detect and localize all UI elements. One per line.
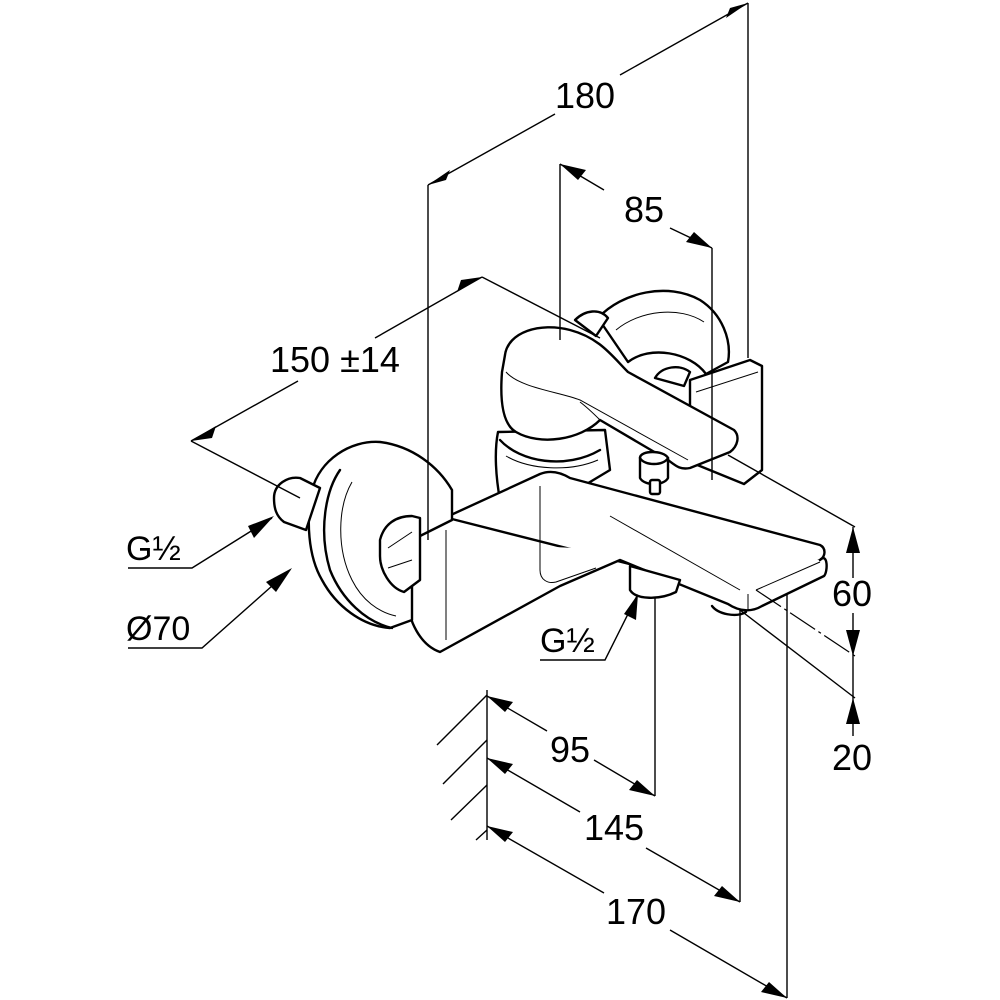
front-escutcheon <box>307 440 454 630</box>
dim-label-170: 170 <box>606 891 666 932</box>
spout <box>406 470 828 654</box>
wall-symbol <box>436 690 488 841</box>
callout-outlet-thread: G½ <box>540 594 638 661</box>
callout-label-outlet: G½ <box>540 622 595 660</box>
dimension-outlet-projection: 95 <box>486 598 656 797</box>
callout-inlet-thread: G½ <box>126 516 274 569</box>
lever-handle <box>500 326 739 470</box>
callout-label-diameter: Ø70 <box>126 610 190 648</box>
dimension-spout-projection-total: 170 <box>486 594 788 999</box>
dimension-connection-spacing: 150 ±14 <box>190 276 601 499</box>
callout-escutcheon-diameter: Ø70 <box>126 568 292 649</box>
mixer-body <box>272 289 828 654</box>
callout-label-inlet: G½ <box>126 530 181 568</box>
dim-label-60: 60 <box>832 573 872 614</box>
dim-label-145: 145 <box>584 807 644 848</box>
dimension-overall-height: 180 <box>427 2 749 540</box>
dimension-spout-projection-inner: 145 <box>486 610 741 903</box>
rear-escutcheon <box>573 289 731 388</box>
dim-label-180: 180 <box>555 75 615 116</box>
dim-label-150: 150 ±14 <box>270 339 400 380</box>
dimension-spout-height: 60 20 <box>727 454 872 778</box>
diverter-knob <box>638 450 670 496</box>
spout-outlet <box>628 564 682 599</box>
arrow-head <box>428 170 450 185</box>
dim-label-95: 95 <box>550 729 590 770</box>
dim-label-85: 85 <box>624 189 664 230</box>
dimension-lever-offset: 85 <box>559 163 713 480</box>
dim-label-20: 20 <box>832 737 872 778</box>
